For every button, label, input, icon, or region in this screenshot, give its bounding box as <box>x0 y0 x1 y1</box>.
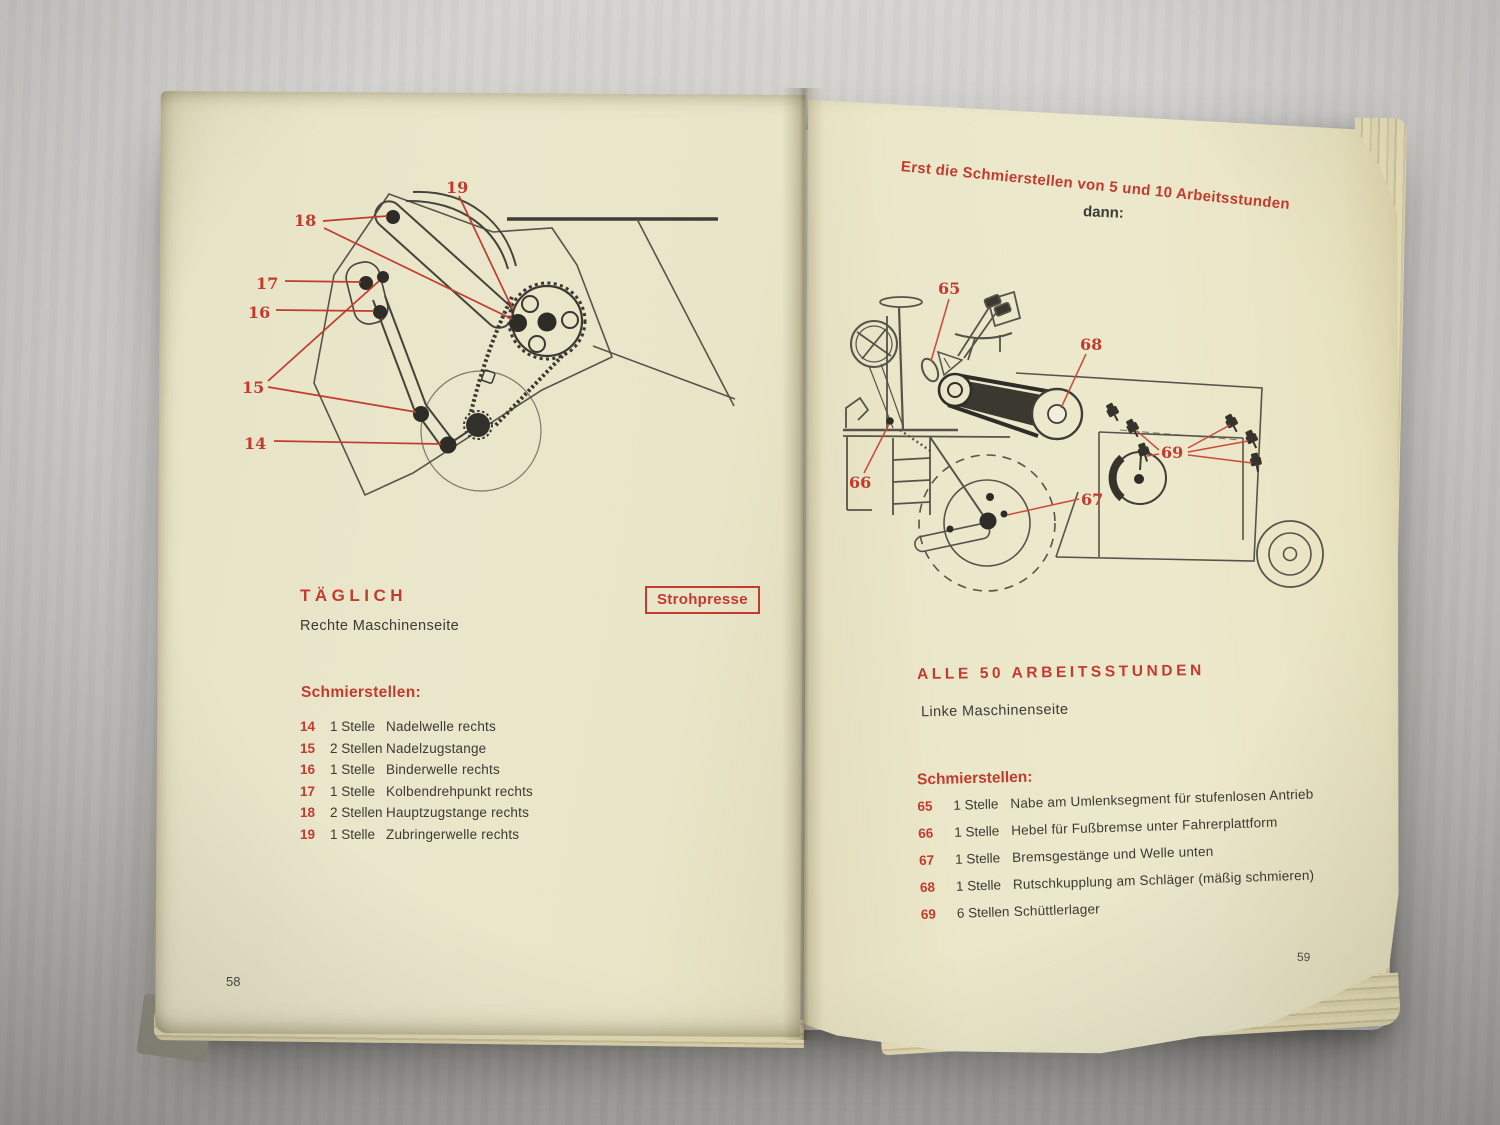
machine-outline <box>313 193 736 497</box>
driver-stand <box>842 290 1022 515</box>
list-item: 18 2 Stellen Hauptzugstange rechts <box>300 802 533 824</box>
right-intro-line2: dann: <box>1082 203 1125 222</box>
item-count: 1 Stelle <box>330 719 376 734</box>
item-name: Nadelwelle rechts <box>386 719 496 734</box>
item-number: 65 <box>917 798 933 814</box>
item-number: 67 <box>918 852 935 868</box>
item-count: 2 Stellen <box>330 740 383 756</box>
item-count: 1 Stelle <box>954 823 1000 840</box>
item-count: 1 Stelle <box>330 762 376 777</box>
grease-fitting-icon <box>1221 411 1243 436</box>
leader-lines <box>863 298 1253 516</box>
item-number: 16 <box>300 762 316 777</box>
crank-arm-and-guide <box>345 190 517 450</box>
item-count: 1 Stelle <box>330 783 376 799</box>
chain-drive <box>463 281 587 440</box>
diagram-label-65: 65 <box>938 279 960 298</box>
item-number: 14 <box>300 719 316 734</box>
grease-fitting-icon <box>1102 400 1124 425</box>
diagram-label-18: 18 <box>294 211 316 230</box>
grease-fitting-icon <box>1122 416 1144 441</box>
item-number: 17 <box>300 783 316 799</box>
leader-lines <box>267 195 514 445</box>
right-diagram-machine-left-side: 65 66 67 68 69 <box>842 279 1324 592</box>
diagram-label-69: 69 <box>1161 443 1183 462</box>
lubrication-point-dots <box>359 210 557 454</box>
machine-name-badge: Strohpresse <box>645 586 760 614</box>
item-name: Hauptzugstange rechts <box>386 805 530 820</box>
item-name: Binderwelle rechts <box>386 762 500 777</box>
item-name: Zubringerwelle rechts <box>386 826 520 842</box>
item-number: 18 <box>300 805 316 820</box>
right-section-subtitle: Linke Maschinenseite <box>920 701 1069 721</box>
item-number: 15 <box>300 740 316 756</box>
list-item: 17 1 Stelle Kolbendrehpunkt rechts <box>300 781 533 803</box>
right-page-number: 59 <box>1296 949 1311 965</box>
diagram-label-16: 16 <box>248 303 270 322</box>
list-item: 15 2 Stellen Nadelzugstange <box>300 738 533 760</box>
brake-and-ground-wheel <box>886 417 1056 592</box>
item-number: 66 <box>918 825 934 841</box>
beater-drum <box>937 372 1084 441</box>
left-page-number: 58 <box>226 974 241 989</box>
item-name: Schüttlerlager <box>1013 901 1101 920</box>
machine-body <box>1015 372 1324 588</box>
list-item: 14 1 Stelle Nadelwelle rechts <box>300 716 533 738</box>
right-page <box>803 99 1399 1054</box>
diagram-label-14: 14 <box>244 434 266 453</box>
list-item: 19 1 Stelle Zubringerwelle rechts <box>300 824 533 846</box>
item-count: 1 Stelle <box>955 877 1002 894</box>
diagram-label-68: 68 <box>1080 335 1102 354</box>
left-lubrication-list: 14 1 Stelle Nadelwelle rechts 15 2 Stell… <box>300 716 533 845</box>
diagram-label-19: 19 <box>446 178 468 197</box>
item-name: Nadelzugstange <box>386 740 487 756</box>
item-count: 6 Stellen <box>956 904 1010 921</box>
shaker-crank-wheel <box>1108 451 1167 505</box>
right-list-title: Schmierstellen: <box>916 768 1033 789</box>
left-section-title: TÄGLICH <box>300 586 408 605</box>
left-list-title: Schmierstellen: <box>301 684 421 701</box>
right-lubrication-list: 65 1 Stelle Nabe am Umlenksegment für st… <box>917 781 1317 928</box>
diagram-label-17: 17 <box>256 274 278 293</box>
item-count: 1 Stelle <box>330 826 376 842</box>
diagram-label-67: 67 <box>1081 490 1103 509</box>
left-diagram-strohpresse-knotter: 19 18 17 16 15 14 <box>242 178 736 497</box>
item-name: Kolbendrehpunkt rechts <box>386 783 533 799</box>
list-item: 16 1 Stelle Binderwelle rechts <box>300 759 533 781</box>
item-count: 1 Stelle <box>953 796 999 813</box>
item-count: 2 Stellen <box>330 805 383 820</box>
item-number: 19 <box>300 826 316 842</box>
diagram-label-66: 66 <box>849 473 871 492</box>
item-number: 69 <box>920 906 937 922</box>
item-count: 1 Stelle <box>954 850 1001 867</box>
item-number: 68 <box>919 879 936 895</box>
diagram-label-15: 15 <box>242 378 264 397</box>
grease-fitting-icon <box>1134 440 1154 465</box>
left-section-subtitle: Rechte Maschinenseite <box>300 618 460 634</box>
